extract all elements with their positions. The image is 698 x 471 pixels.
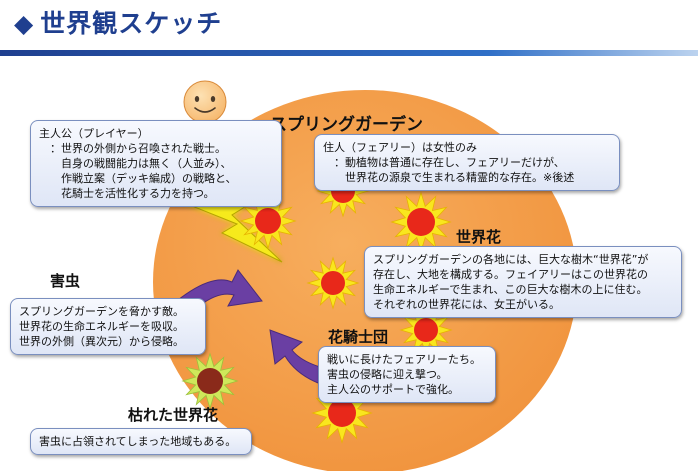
callout-line: 世界の外側（異次元）から侵略。 xyxy=(19,335,184,348)
callout-line: 戦いに長けたフェアリーたち。 xyxy=(327,353,481,366)
callout-line: 害虫の侵略に迎え撃つ。 xyxy=(327,368,448,381)
callout-line: スプリングガーデンを脅かす敵。 xyxy=(19,305,184,318)
label-spring-garden: スプリングガーデン xyxy=(270,115,423,135)
diamond-icon: ◆ xyxy=(14,9,35,38)
callout-line: 主人公のサポートで強化。 xyxy=(327,383,459,396)
callout-line: 生命エネルギーで生まれ、この巨大な樹木の上に住む。 xyxy=(373,283,648,296)
callout-residents: 住人（フェアリー）は女性のみ ：動植物は普通に存在し、フェアリーだけが、 世界花… xyxy=(314,134,620,191)
callout-line: スプリングガーデンの各地には、巨大な樹木“世界花”が xyxy=(373,253,649,266)
callout-line: 世界花の生命エネルギーを吸収。 xyxy=(19,320,184,333)
callout-line: それぞれの世界花には、女王がいる。 xyxy=(373,298,560,311)
callout-knights: 戦いに長けたフェアリーたち。 害虫の侵略に迎え撃つ。 主人公のサポートで強化。 xyxy=(318,346,496,403)
withered-flower-icon xyxy=(181,352,239,410)
callout-line: 存在し、大地を構成する。フェイアリーはこの世界花の xyxy=(373,268,648,281)
page-title-text: 世界観スケッチ xyxy=(40,9,223,38)
header-rule xyxy=(0,50,698,56)
label-withered-flower: 枯れた世界花 xyxy=(128,406,219,424)
callout-line: 世界花の源泉で生まれる精霊的な存在。※後述 xyxy=(323,171,575,184)
callout-line: 主人公（プレイヤー） xyxy=(39,127,149,140)
sun-flower-icon xyxy=(239,192,297,250)
callout-line: 花騎士を活性化する力を持つ。 xyxy=(39,187,215,200)
callout-line: 害虫に占領されてしまった地域もある。 xyxy=(39,435,237,448)
callout-world-flower: スプリングガーデンの各地には、巨大な樹木“世界花”が 存在し、大地を構成する。フ… xyxy=(364,246,682,318)
callout-line: 自身の戦闘能力は無く（人並み）、 xyxy=(39,157,232,170)
callout-line: 作戦立案（デッキ編成）の戦略と、 xyxy=(39,172,237,185)
sun-flower-icon xyxy=(306,256,360,310)
callout-line: ：世界の外側から召喚された戦士。 xyxy=(39,142,226,155)
callout-line: 住人（フェアリー）は女性のみ xyxy=(323,141,477,154)
label-pest: 害虫 xyxy=(50,272,81,290)
label-flower-knights: 花騎士団 xyxy=(328,328,389,346)
smiley-face-icon xyxy=(183,80,227,124)
page-title: ◆世界観スケッチ xyxy=(14,4,222,40)
callout-withered: 害虫に占領されてしまった地域もある。 xyxy=(30,428,252,455)
callout-line: ：動植物は普通に存在し、フェアリーだけが、 xyxy=(323,156,565,169)
callout-pest: スプリングガーデンを脅かす敵。 世界花の生命エネルギーを吸収。 世界の外側（異次… xyxy=(10,298,206,355)
callout-protagonist: 主人公（プレイヤー） ：世界の外側から召喚された戦士。 自身の戦闘能力は無く（人… xyxy=(30,120,282,207)
label-world-flower: 世界花 xyxy=(456,228,502,246)
